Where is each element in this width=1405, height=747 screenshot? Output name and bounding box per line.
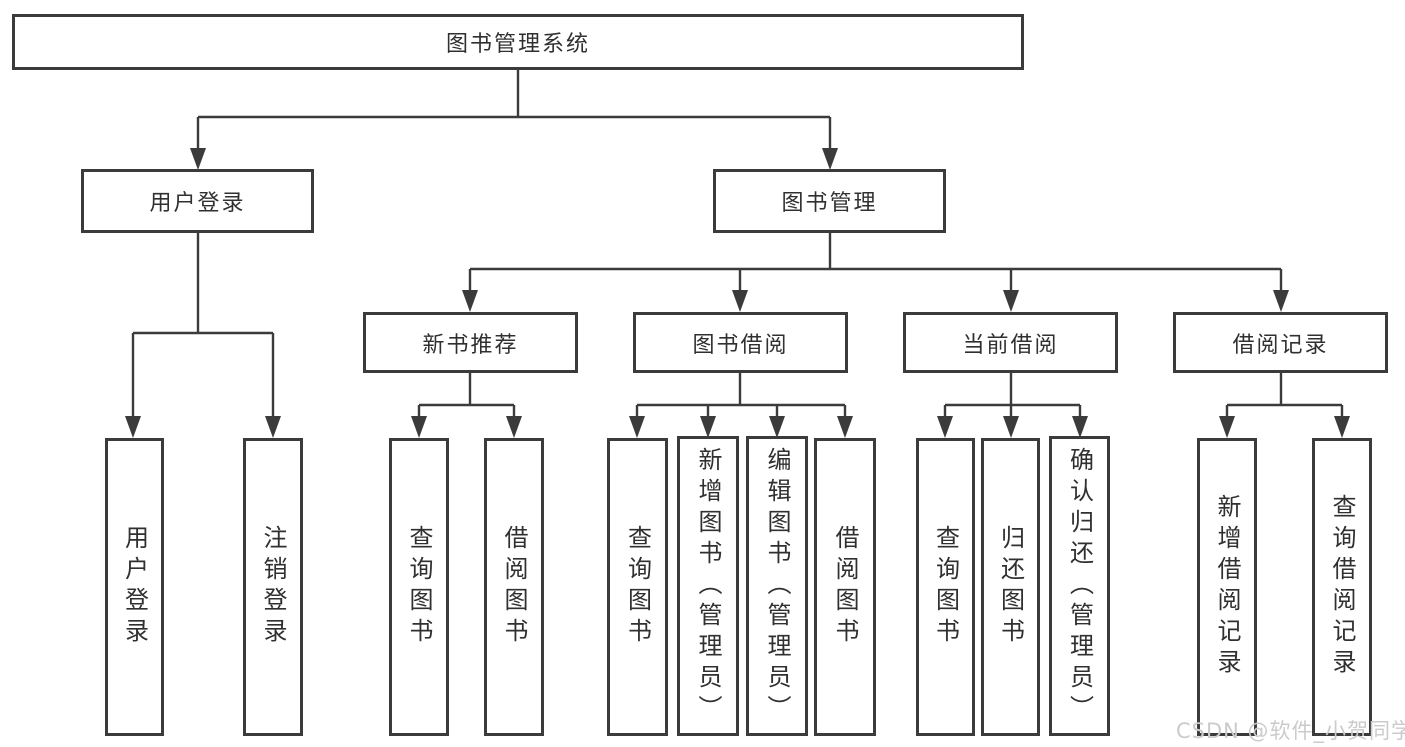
arrow-down-icon xyxy=(1273,290,1289,312)
arrow-down-icon xyxy=(1219,416,1235,438)
arrow-down-icon xyxy=(1334,416,1350,438)
connector-book-management-children xyxy=(462,233,1289,312)
arrow-down-icon xyxy=(462,290,478,312)
csdn-watermark: CSDN @软件_小贺同学 xyxy=(1176,719,1405,743)
leaf-borrow-books: 借阅图书 xyxy=(814,438,876,736)
leaf-add-borrow-record: 新增借阅记录 xyxy=(1197,438,1257,736)
leaf-return-books: 归还图书 xyxy=(981,438,1040,736)
node-new-book-recommend: 新书推荐 xyxy=(363,312,578,373)
node-user-login: 用户登录 xyxy=(81,169,314,233)
node-book-borrowing: 图书借阅 xyxy=(633,312,848,373)
node-borrowing-records-label: 借阅记录 xyxy=(1232,332,1329,358)
node-book-borrowing-label: 图书借阅 xyxy=(692,332,789,358)
connector-borrowing-records-children xyxy=(1219,373,1350,438)
arrow-down-icon xyxy=(125,416,141,438)
leaf-label: 借阅图书 xyxy=(500,525,528,649)
connector-current-borrowing-children xyxy=(937,373,1088,438)
leaf-query-books-recommend: 查询图书 xyxy=(389,438,449,736)
arrow-down-icon xyxy=(1072,416,1088,438)
arrow-down-icon xyxy=(190,148,206,170)
arrow-down-icon xyxy=(411,416,427,438)
node-current-borrowing-label: 当前借阅 xyxy=(962,332,1059,358)
leaf-label: 确认归还（管理员） xyxy=(1065,446,1094,726)
leaf-label: 用户登录 xyxy=(120,525,149,649)
arrow-down-icon xyxy=(837,416,853,438)
arrow-down-icon xyxy=(822,148,838,170)
arrow-down-icon xyxy=(265,416,281,438)
leaf-label: 新增图书（管理员） xyxy=(694,446,722,726)
arrow-down-icon xyxy=(629,416,645,438)
leaf-edit-books-admin: 编辑图书（管理员） xyxy=(746,436,808,736)
leaf-add-books-admin: 新增图书（管理员） xyxy=(677,436,739,736)
arrow-down-icon xyxy=(732,290,748,312)
node-book-management-label: 图书管理 xyxy=(781,191,878,216)
leaf-confirm-return-admin: 确认归还（管理员） xyxy=(1049,436,1110,736)
node-book-management: 图书管理 xyxy=(713,169,946,233)
node-new-book-recommend-label: 新书推荐 xyxy=(422,332,519,358)
leaf-label: 新增借阅记录 xyxy=(1213,494,1241,680)
connector-root-to-level2 xyxy=(190,70,838,170)
leaf-label: 编辑图书（管理员） xyxy=(763,446,791,726)
leaf-label: 查询借阅记录 xyxy=(1328,494,1356,680)
connector-user-login-children xyxy=(125,233,281,438)
leaf-label: 查询图书 xyxy=(623,525,652,649)
connector-book-borrowing-children xyxy=(629,373,853,438)
connector-new-book-recommend-children xyxy=(411,373,522,438)
leaf-label: 查询图书 xyxy=(405,525,433,649)
root-node-label: 图书管理系统 xyxy=(445,32,590,57)
leaf-query-borrow-record: 查询借阅记录 xyxy=(1312,438,1372,736)
leaf-label: 注销登录 xyxy=(259,525,287,649)
arrow-down-icon xyxy=(769,416,785,438)
leaf-logout: 注销登录 xyxy=(243,438,303,736)
leaf-borrow-books-recommend: 借阅图书 xyxy=(484,438,544,736)
leaf-query-books-borrowing: 查询图书 xyxy=(607,438,668,736)
node-borrowing-records: 借阅记录 xyxy=(1173,312,1388,373)
arrow-down-icon xyxy=(506,416,522,438)
arrow-down-icon xyxy=(700,416,716,438)
leaf-user-login: 用户登录 xyxy=(105,438,164,736)
leaf-label: 归还图书 xyxy=(996,525,1025,649)
arrow-down-icon xyxy=(1003,416,1019,438)
arrow-down-icon xyxy=(1003,290,1019,312)
arrow-down-icon xyxy=(937,416,953,438)
leaf-label: 查询图书 xyxy=(931,525,960,649)
leaf-label: 借阅图书 xyxy=(831,525,859,649)
leaf-query-books-current: 查询图书 xyxy=(916,438,975,736)
root-node: 图书管理系统 xyxy=(12,14,1024,70)
node-user-login-label: 用户登录 xyxy=(149,191,246,216)
node-current-borrowing: 当前借阅 xyxy=(903,312,1118,373)
